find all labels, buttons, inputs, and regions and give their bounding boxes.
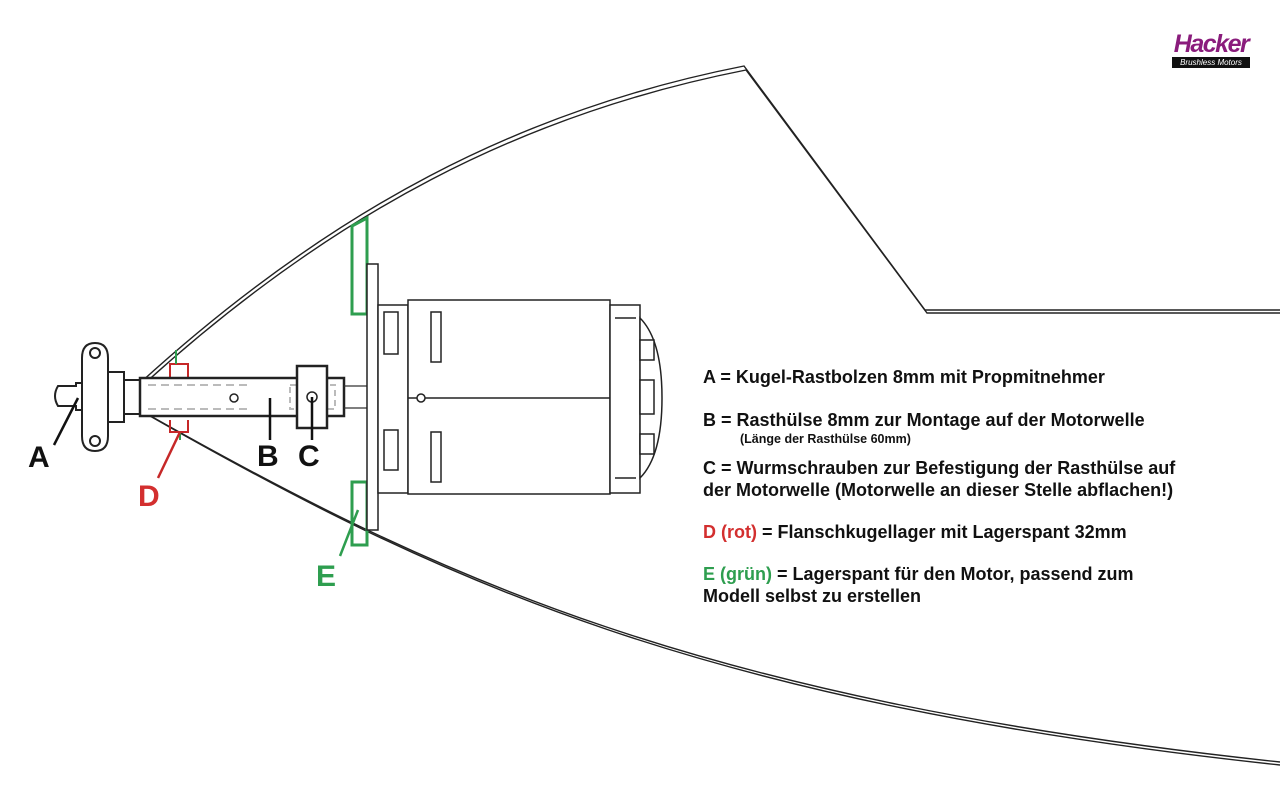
- motor-bulkhead-e: [350, 215, 369, 547]
- fuselage-bottom-edge: [139, 409, 1280, 763]
- legend: A = Kugel-Rastbolzen 8mm mit Propmitnehm…: [703, 366, 1263, 607]
- legend-c-line2: der Motorwelle (Motorwelle an dieser Ste…: [703, 480, 1174, 500]
- label-e: E: [316, 560, 336, 593]
- hacker-logo: Hacker Brushless Motors: [1170, 30, 1252, 70]
- legend-b: B = Rasthülse 8mm zur Montage auf der Mo…: [703, 410, 1145, 430]
- prop-adapter-bolt: [54, 341, 141, 453]
- label-a: A: [28, 441, 50, 474]
- legend-e-line2: Modell selbst zu erstellen: [703, 586, 922, 606]
- label-b: B: [257, 440, 279, 473]
- logo-tagline: Brushless Motors: [1172, 57, 1250, 68]
- brushless-motor: [377, 299, 663, 495]
- fuselage-outline: [135, 65, 1280, 766]
- legend-c-line1: C = Wurmschrauben zur Befestigung der Ra…: [703, 458, 1176, 478]
- legend-e-text: = Lagerspant für den Motor, passend zum: [772, 564, 1134, 584]
- sleeve-b: [138, 364, 346, 430]
- legend-e-line1: E (grün) = Lagerspant für den Motor, pas…: [703, 563, 1263, 585]
- legend-d: D (rot) = Flanschkugellager mit Lagerspa…: [703, 521, 1263, 543]
- fuselage-top-edge: [139, 65, 1280, 384]
- legend-a: A = Kugel-Rastbolzen 8mm mit Propmitnehm…: [703, 367, 1105, 387]
- legend-d-text: = Flanschkugellager mit Lagerspant 32mm: [756, 522, 1127, 542]
- legend-d-key: D (rot): [703, 522, 757, 542]
- legend-e-key: E (grün): [703, 564, 772, 584]
- leader-lines: [52, 397, 360, 557]
- logo-wordmark: Hacker: [1173, 30, 1250, 58]
- label-c: C: [298, 440, 320, 473]
- label-d: D: [138, 480, 160, 513]
- legend-b-note: (Länge der Rasthülse 60mm): [740, 432, 911, 446]
- motor-plate: [366, 263, 379, 531]
